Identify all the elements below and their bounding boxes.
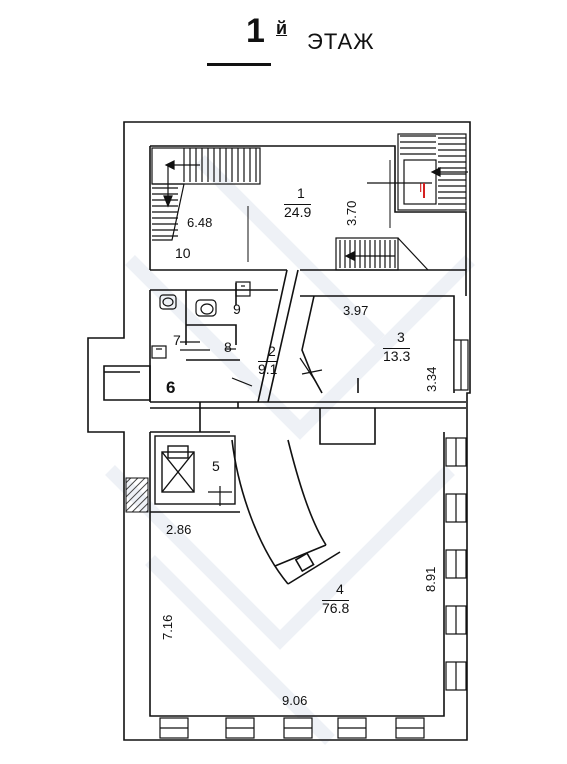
dimension-lines [247,160,391,262]
elevator [154,435,236,505]
interior-walls [149,269,467,513]
door-marks [208,357,323,506]
room-4-number: 4 [336,581,344,597]
room-7-number: 7 [173,332,181,348]
room-2-number: 2 [268,343,276,359]
stair-marker-label: I [419,181,423,195]
hatched-wall [125,477,149,513]
stair-top-left [151,147,261,241]
bathroom-fixtures [151,281,251,359]
floor-title: ЭТАЖ [307,29,375,54]
room-1-number: 1 [297,185,305,201]
room-3-number: 3 [397,329,405,345]
room-8-number: 8 [224,339,232,355]
dim-3-70: 3.70 [344,200,359,226]
room-4-area: 76.8 [322,600,350,616]
dim-6-48: 6.48 [187,215,213,230]
dim-7-16: 7.16 [160,614,175,640]
room-10-number: 10 [175,245,191,261]
curved-ramp [231,439,341,585]
room-5-number: 5 [212,458,220,474]
dim-2-86: 2.86 [166,522,192,537]
room-1-area: 24.9 [284,204,312,220]
windows [159,339,469,739]
room-3-area: 13.3 [383,348,411,364]
dim-3-97: 3.97 [343,303,369,318]
dim-3-34: 3.34 [424,366,439,392]
room-6-number: 6 [166,378,176,397]
outer-walls [87,121,471,741]
dim-9-06: 9.06 [282,693,308,708]
stair-middle [335,237,429,271]
floor-underline [207,63,271,66]
floor-number: 1 [246,12,265,50]
room-9-number: 9 [233,301,241,317]
room-2-area: 9.1 [258,361,278,377]
dim-8-91: 8.91 [423,566,438,592]
stair-top-right [367,133,468,211]
floor-suffix: й [276,18,288,38]
